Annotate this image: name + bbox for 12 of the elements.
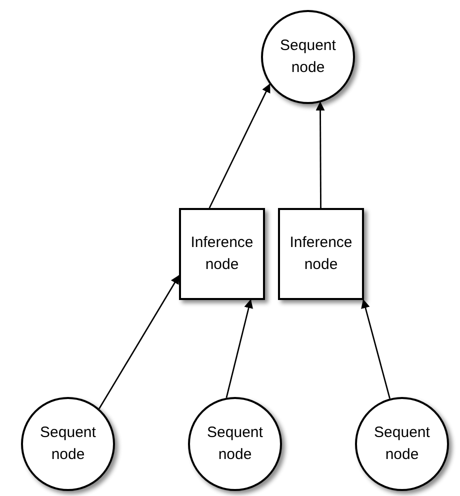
node-label: Inference node (190, 233, 254, 275)
arrow (208, 83, 270, 208)
node-box (179, 208, 265, 300)
node-box (278, 208, 364, 300)
node-label: Sequent node (279, 36, 337, 78)
node-label: Sequent node (39, 423, 97, 465)
node-label: Sequent node (206, 423, 264, 465)
node-label: Inference node (288, 233, 354, 275)
node-label: Sequent node (373, 423, 431, 465)
arrow (98, 274, 180, 410)
arrow (361, 299, 390, 399)
arrow (226, 299, 254, 398)
